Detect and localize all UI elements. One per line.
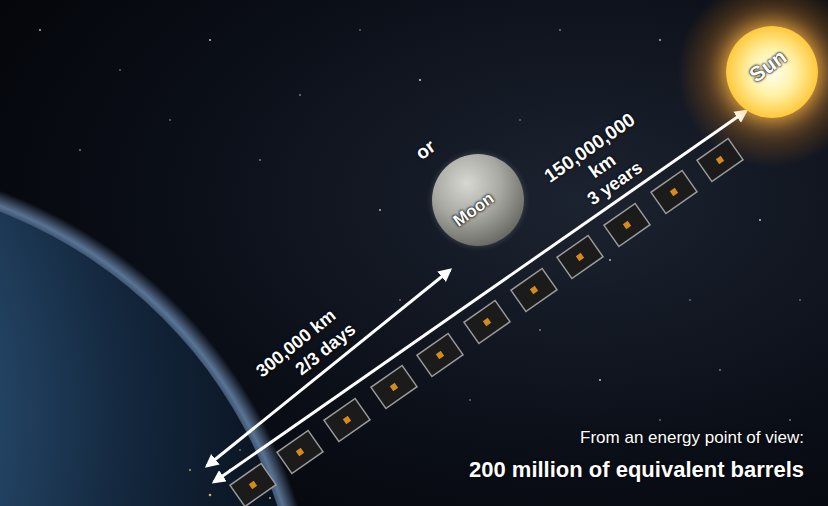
body-name: Sun [745, 45, 791, 88]
moon-body: Moon [432, 154, 524, 246]
energy-note: From an energy point of view: [580, 428, 804, 448]
body-name: Moon [450, 189, 498, 232]
sun-body: Sun [726, 26, 818, 118]
alternative-label: or [411, 136, 439, 165]
energy-equivalent: 200 million of equivalent barrels [469, 457, 804, 482]
